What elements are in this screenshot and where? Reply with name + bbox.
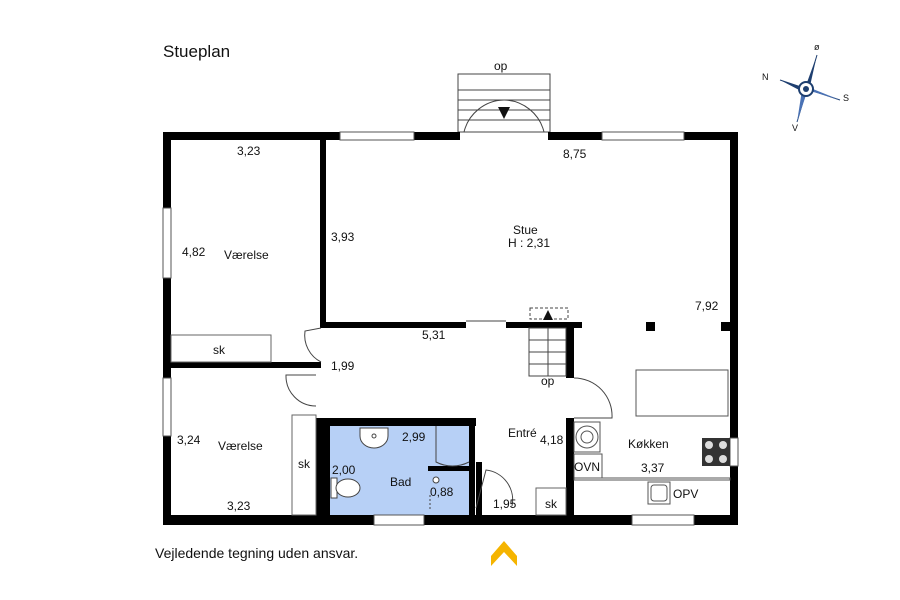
hall-depth: 1,99 xyxy=(331,359,355,373)
wc-size: 0,88 xyxy=(430,485,454,499)
bath-depth: 2,00 xyxy=(332,463,356,477)
entry-width: 1,95 xyxy=(493,497,517,511)
bedroom1-depth: 4,82 xyxy=(182,245,206,259)
living-left-dimension: 3,93 xyxy=(331,230,355,244)
entrance-arrow-icon xyxy=(491,541,517,566)
stairs-down-arrow-icon xyxy=(498,107,510,119)
disclaimer: Vejledende tegning uden ansvar. xyxy=(155,545,359,561)
compass-s-label: S xyxy=(843,93,849,103)
stairs-up-inner-label: op xyxy=(541,374,555,388)
windows xyxy=(162,131,739,526)
compass-v-label: V xyxy=(792,123,798,133)
front-steps xyxy=(457,73,551,133)
plan-title: Stueplan xyxy=(163,42,231,61)
inner-stairs xyxy=(528,307,569,377)
compass-n-label: N xyxy=(762,72,769,82)
bedroom2-name: Værelse xyxy=(218,439,263,453)
bedroom1-name: Værelse xyxy=(224,248,269,262)
bedroom1-width: 3,23 xyxy=(237,144,261,158)
stairs-up-arrow-icon xyxy=(543,310,553,320)
bedroom2-width: 3,23 xyxy=(227,499,251,513)
bedroom2-closet: sk xyxy=(298,457,311,471)
bedroom2-depth: 3,24 xyxy=(177,433,201,447)
entry-name: Entré xyxy=(508,426,537,440)
doors xyxy=(285,320,613,509)
bath-width: 2,99 xyxy=(402,430,426,444)
hall-width: 5,31 xyxy=(422,328,446,342)
compass-o-label: ø xyxy=(814,42,820,52)
living-right-dimension: 7,92 xyxy=(695,299,719,313)
dishwasher-label: OPV xyxy=(673,487,698,501)
kitchen-fixtures xyxy=(573,369,731,505)
entry-closet: sk xyxy=(545,497,558,511)
bedroom1-closet: sk xyxy=(213,343,226,357)
closets-outline xyxy=(170,334,567,516)
stove-icon xyxy=(702,438,730,466)
bathroom-fixtures xyxy=(330,427,440,510)
living-width: 8,75 xyxy=(563,147,587,161)
compass-icon xyxy=(779,54,841,123)
kitchen-width: 3,37 xyxy=(641,461,665,475)
bath-name: Bad xyxy=(390,475,411,489)
living-height: H : 2,31 xyxy=(508,236,550,250)
kitchen-name: Køkken xyxy=(628,437,669,451)
interior-walls xyxy=(171,140,730,515)
oven-label: OVN xyxy=(574,460,600,474)
stairs-up-top-label: op xyxy=(494,59,508,73)
living-name: Stue xyxy=(513,223,538,237)
entry-depth: 4,18 xyxy=(540,433,564,447)
